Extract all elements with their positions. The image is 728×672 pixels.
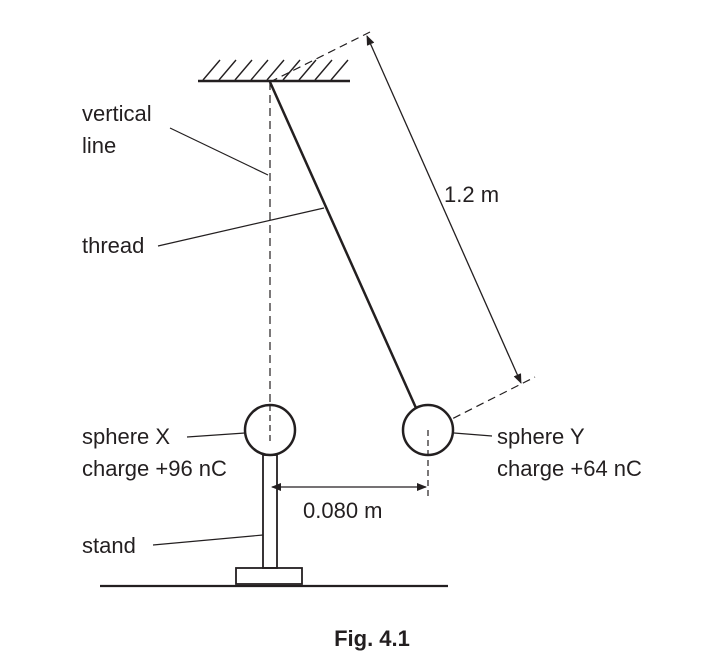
label-stand: stand: [82, 533, 136, 558]
label-thread: thread: [82, 233, 144, 258]
length-extension-top: [269, 31, 371, 83]
length-dimension-arrow: [366, 35, 522, 384]
label-vertical-line-1: vertical: [82, 101, 152, 126]
label-sphere-y-name: sphere Y: [497, 424, 585, 449]
stand-leader: [152, 534, 264, 546]
label-vertical-line-2: line: [82, 133, 116, 158]
label-sphere-x-name: sphere X: [82, 424, 170, 449]
sphere-x-leader: [186, 432, 246, 438]
vertical-line-leader: [169, 127, 269, 176]
sphere-y-leader: [453, 432, 493, 437]
stand-body: [235, 454, 303, 585]
thread-line: [268, 81, 418, 409]
figure-caption: Fig. 4.1: [334, 626, 410, 651]
label-length: 1.2 m: [444, 182, 499, 207]
ceiling-support: [198, 59, 350, 83]
ceiling-hatching: [202, 59, 349, 81]
label-sphere-y-charge: charge +64 nC: [497, 456, 642, 481]
label-sphere-x-charge: charge +96 nC: [82, 456, 227, 481]
label-separation: 0.080 m: [303, 498, 383, 523]
thread-leader: [157, 207, 325, 247]
